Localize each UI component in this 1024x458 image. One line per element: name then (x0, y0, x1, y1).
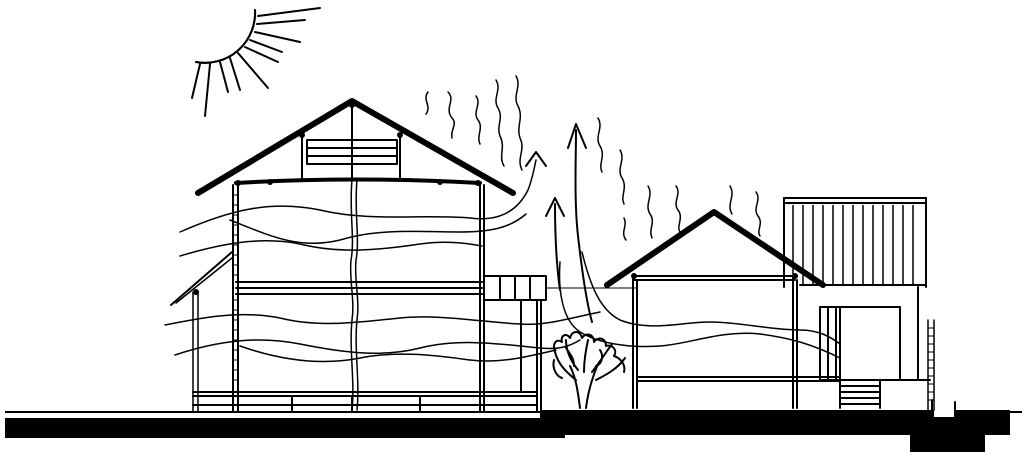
tree-icon (552, 331, 626, 409)
updraft-arrows (525, 123, 593, 323)
single-storey-house-section (604, 209, 841, 409)
shed-with-vertical-cladding (783, 197, 931, 409)
heat-rising-squiggles (425, 75, 762, 241)
sun-icon (191, 7, 321, 117)
airflow-wave-lines (164, 159, 841, 363)
two-storey-house-section (170, 98, 637, 413)
ground-slab (5, 319, 1022, 452)
